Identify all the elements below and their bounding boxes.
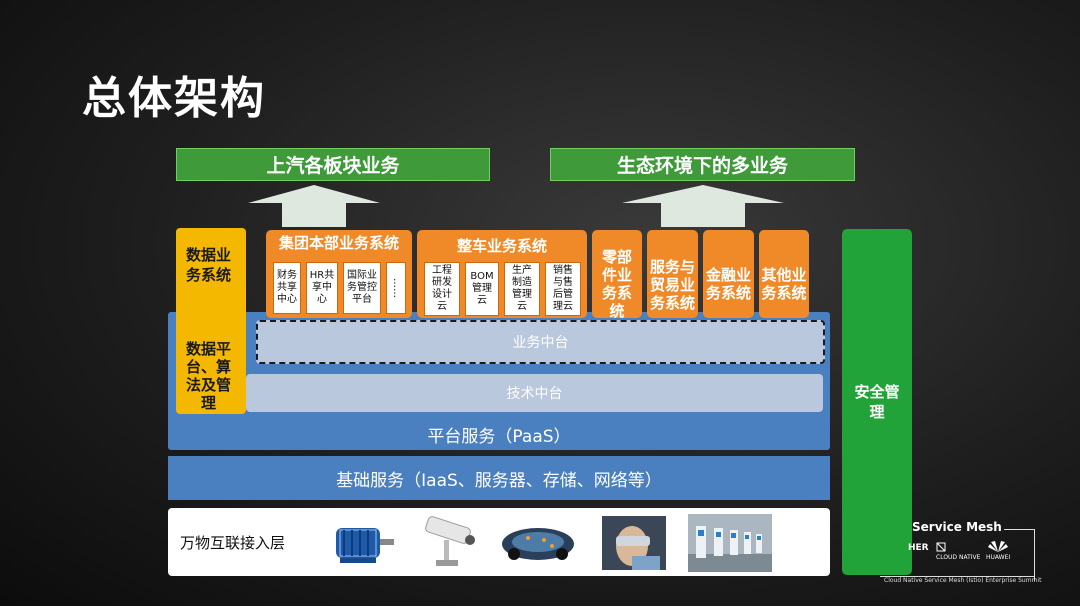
service-trade-system: 服务与贸易业务系统 [647, 230, 698, 318]
watermark-title: Service Mesh [912, 520, 1002, 534]
paas-layer: 平台服务（PaaS） [427, 426, 571, 447]
up-arrow-icon [622, 185, 784, 227]
banner-saic-business: 上汽各板块业务 [176, 148, 490, 181]
huawei-icon [988, 541, 1009, 552]
car-image [502, 528, 574, 560]
cncf-icon [936, 542, 946, 552]
data-platform-column [176, 228, 246, 414]
group-hq-title: 集团本部业务系统 [278, 234, 399, 252]
watermark-footer: Cloud Native Service Mesh (Istio) Enterp… [884, 577, 1042, 584]
iaas-layer: 基础服务（IaaS、服务器、存储、网络等） [168, 456, 830, 500]
finance-shared-center: 财务共享中心 [273, 262, 301, 314]
tech-middle-platform: 技术中台 [246, 374, 823, 412]
parts-business-system: 零部件业务系统 [592, 230, 642, 320]
engineering-design-cloud: 工程研发设计云 [424, 262, 460, 316]
summit-watermark: Service Mesh HER CLOUD NATIVE HUAWEI Clo… [880, 520, 1042, 586]
logo-huawei: HUAWEI [986, 540, 1010, 561]
charging-stations-image [688, 514, 772, 572]
banner-ecosystem-business: 生态环境下的多业务 [550, 148, 855, 181]
page-title: 总体架构 [82, 73, 266, 124]
motor-image [336, 528, 394, 563]
logo-cloud-native: CLOUD NATIVE [936, 542, 1046, 561]
vr-user-image [602, 516, 666, 570]
data-business-system-label: 数据业 务系统 [186, 246, 232, 284]
sales-aftersales-cloud: 销售与售后管理云 [545, 262, 581, 316]
hr-shared-center: HR共享中心 [306, 262, 338, 314]
manufacturing-cloud: 生产制造管理云 [504, 262, 540, 316]
international-control-platform: 国际业务管控平台 [343, 262, 381, 314]
iot-label: 万物互联接入层 [180, 534, 286, 552]
data-platform-label: 数据平 台、算 法及管 理 [186, 340, 232, 412]
security-management: 安全管理 [842, 229, 912, 575]
iot-access-layer: 万物互联接入层 [168, 508, 830, 576]
business-middle-platform: 业务中台 [256, 320, 825, 364]
more-items: …… [386, 262, 406, 314]
logo-her: HER [908, 543, 929, 553]
camera-image [425, 516, 475, 566]
vehicle-title: 整车业务系统 [456, 237, 547, 255]
other-business-system: 其他业务系统 [759, 230, 809, 318]
finance-business-system: 金融业务系统 [703, 230, 754, 318]
up-arrow-icon [248, 185, 380, 227]
